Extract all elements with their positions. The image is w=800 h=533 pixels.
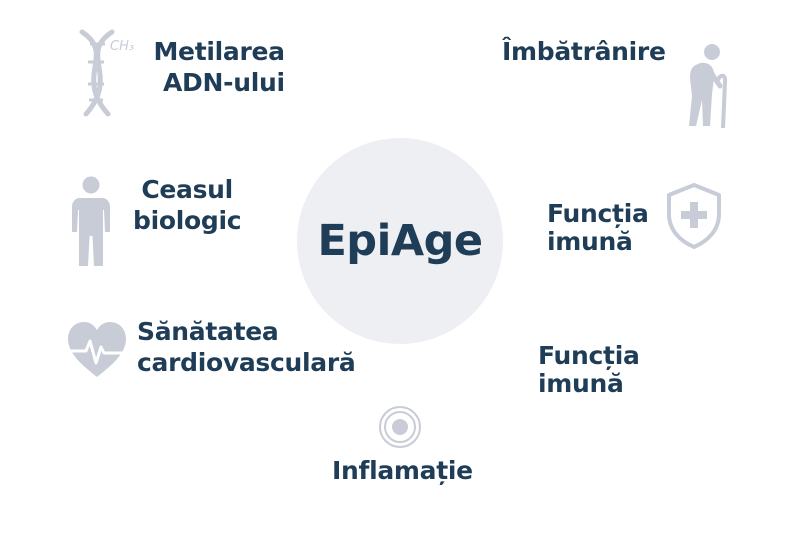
label-inflamatie: Inflamație [332,456,473,485]
elderly-person-icon [676,42,728,128]
label-ceasul-biologic: Ceasul biologic [133,175,242,235]
label-imbatranire: Îmbătrânire [502,37,666,66]
label-sanatatea-cardiovasculara: Sănătatea cardiovasculară [137,317,356,377]
center-circle: EpiAge [297,138,503,344]
concentric-circles-icon [378,405,422,449]
label-metilarea: Metilarea ADN-ului [153,37,285,97]
person-icon [70,176,112,268]
dna-icon: CH₃ [72,28,142,120]
heart-pulse-icon [66,321,128,379]
ch3-label: CH₃ [110,39,134,54]
center-label: EpiAge [317,216,483,266]
label-functia-imuna-2: Funcția imună [538,341,640,398]
shield-plus-icon [666,182,722,250]
label-functia-imuna-1: Funcția imună [547,199,649,256]
